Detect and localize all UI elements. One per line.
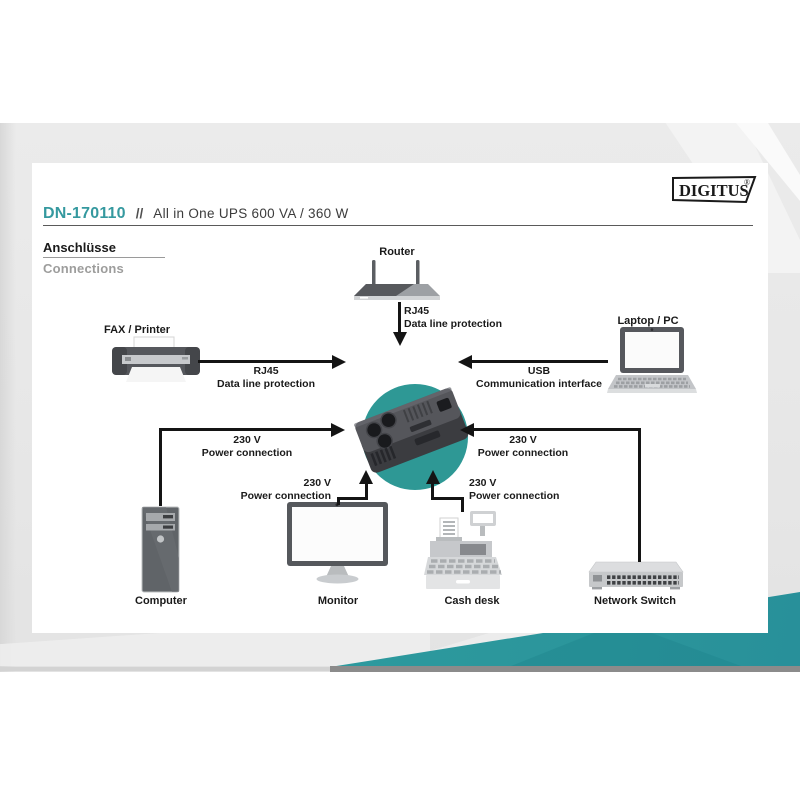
power-button-icon <box>156 535 165 543</box>
ups-image <box>354 379 474 493</box>
monitor-image <box>287 502 388 584</box>
content-card: DIGITUS ® DN-170110 // All in One UPS 60… <box>32 163 768 633</box>
arrow-printer-to-ups <box>198 360 334 363</box>
router-connection-label: RJ45 Data line protection <box>404 305 503 330</box>
arrow-computer-to-ups <box>159 428 333 431</box>
iec-inlet-icon <box>436 397 452 412</box>
arrow-cashdesk-to-ups <box>461 497 464 512</box>
arrowhead-right-icon <box>331 422 345 437</box>
fax-printer-label: FAX / Printer <box>103 324 171 336</box>
digitus-logo: DIGITUS ® <box>670 175 758 205</box>
arrow-monitor-to-ups <box>364 483 368 499</box>
webcam-icon <box>650 328 654 331</box>
router-label: Router <box>379 246 415 258</box>
product-code: DN-170110 <box>43 205 126 222</box>
printer-connection-label: RJ45 Data line protection <box>216 365 315 390</box>
monitor-label: Monitor <box>317 595 359 607</box>
bottom-gray-strip <box>330 666 800 672</box>
arrow-monitor-to-ups <box>336 497 340 505</box>
switch-connection-label: 230 V Power connection <box>477 434 569 459</box>
arrow-monitor-to-ups <box>336 497 368 500</box>
outlet-icon <box>380 411 397 429</box>
monitor-connection-label: 230 V Power connection <box>240 477 331 502</box>
drive-bay-icon <box>146 524 175 531</box>
arrow-switch-to-ups <box>638 428 641 562</box>
router-antenna-icon <box>416 260 420 286</box>
network-switch-label: Network Switch <box>594 595 676 607</box>
computer-label: Computer <box>135 595 187 607</box>
arrow-cashdesk-to-ups <box>431 497 464 500</box>
touchpad-icon <box>645 384 660 388</box>
monitor-stand-icon <box>326 566 349 577</box>
ups-body-icon <box>354 387 469 473</box>
bottom-gray-strip-light <box>0 667 330 671</box>
outlet-icon <box>376 432 393 450</box>
cash-desk-label: Cash desk <box>444 595 500 607</box>
arrowhead-left-icon <box>458 354 472 369</box>
arrow-router-to-ups <box>398 302 401 333</box>
front-vent-icon <box>370 445 397 467</box>
decorative-swoosh <box>0 123 16 672</box>
arrowhead-down-icon <box>392 332 407 346</box>
cash-desk-connection-label: 230 V Power connection <box>469 477 560 502</box>
cash-desk-image <box>424 511 504 593</box>
vent-grid-icon <box>402 400 433 423</box>
arrowhead-up-icon <box>425 470 440 484</box>
laptop-image <box>604 327 698 399</box>
logo-frame-icon <box>672 175 757 204</box>
network-switch-image <box>586 561 686 591</box>
laptop-connection-label: USB Communication interface <box>475 365 603 390</box>
logo-text: DIGITUS <box>679 181 749 200</box>
section-title-de: Anschlüsse <box>43 240 116 255</box>
computer-connection-label: 230 V Power connection <box>201 434 293 459</box>
section-rule <box>43 257 165 258</box>
uplink-port-icon <box>593 575 602 582</box>
arrow-laptop-to-ups <box>472 360 608 363</box>
arrow-switch-to-ups <box>474 428 641 431</box>
page-header: DN-170110 // All in One UPS 600 VA / 360… <box>43 205 349 223</box>
arrowhead-up-icon <box>359 470 373 484</box>
logo-registered-mark: ® <box>744 178 750 187</box>
router-image <box>352 258 442 302</box>
arrowhead-left-icon <box>460 422 474 437</box>
monitor-base-icon <box>316 574 359 584</box>
drive-bay-icon <box>146 513 175 521</box>
product-title: All in One UPS 600 VA / 360 W <box>153 206 349 221</box>
printer-output-paper-icon <box>126 367 186 382</box>
outlet-icon <box>365 421 383 439</box>
computer-image <box>141 506 181 594</box>
section-title-en: Connections <box>43 261 124 276</box>
laptop-label: Laptop / PC <box>617 315 679 327</box>
header-separator: // <box>135 206 144 221</box>
arrow-computer-to-ups <box>159 428 162 506</box>
arrow-cashdesk-to-ups <box>431 483 434 499</box>
arrowhead-right-icon <box>332 354 346 369</box>
router-antenna-icon <box>372 260 376 286</box>
fax-printer-image <box>112 336 200 383</box>
header-rule <box>43 225 753 226</box>
